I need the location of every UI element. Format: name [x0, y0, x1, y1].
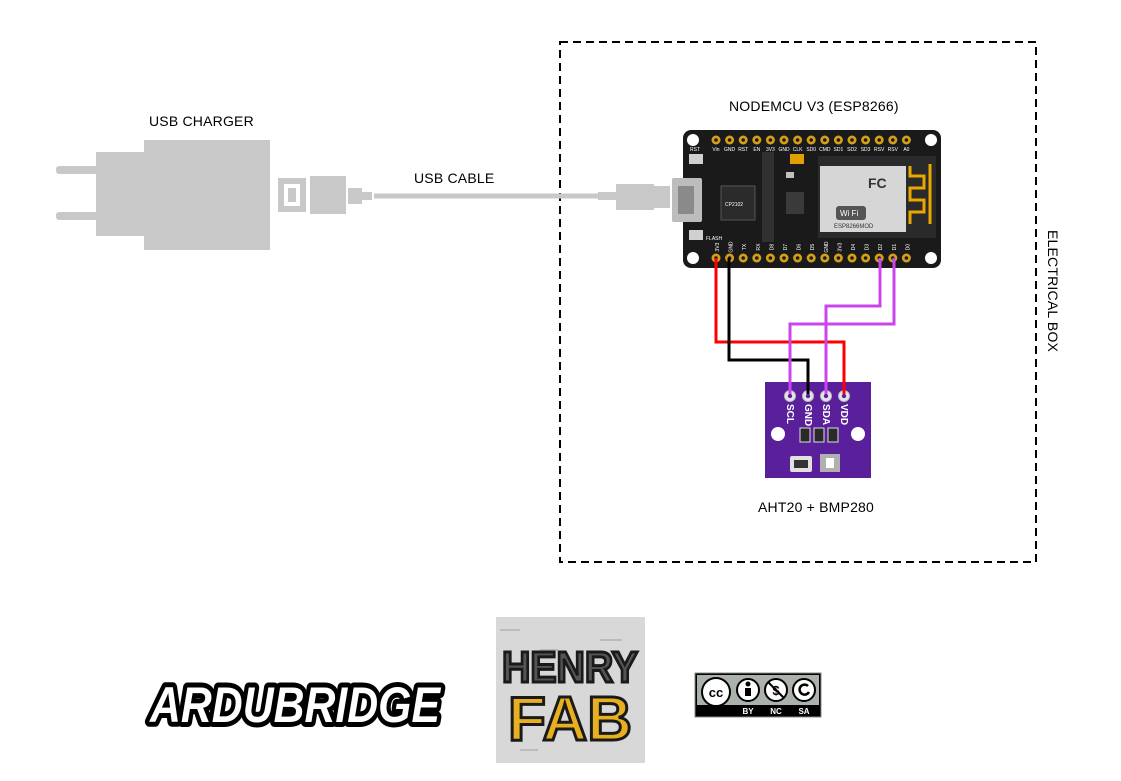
esp-module-marking: ESP8266MOD: [834, 224, 874, 230]
wire-3v3-vdd: [714, 258, 846, 394]
wire-gnd: [727, 258, 810, 394]
nodemcu-board: RST FLASH CP2102 ESP8266MOD FC Wi Fi Vin…: [672, 130, 941, 268]
sensor-pin-label: VDD: [838, 404, 849, 425]
bottom-pin-label: D2: [878, 244, 884, 251]
top-pin-label: A0: [903, 147, 909, 153]
bottom-pin-label: TX: [742, 243, 748, 250]
usb-charger: [56, 140, 362, 250]
svg-text:HENRY: HENRY: [502, 643, 638, 692]
cc-term-label: NC: [770, 707, 782, 716]
bottom-pin-label: 3V3: [715, 242, 721, 251]
svg-text:ARDUBRIDGE: ARDUBRIDGE: [148, 677, 441, 733]
svg-text:ARDUBRIDGE: ARDUBRIDGE: [148, 677, 441, 733]
top-pin-label: GND: [778, 147, 790, 153]
bottom-pin-label: D1: [892, 244, 898, 251]
top-pin-label: RST: [738, 147, 748, 153]
uart-chip: [720, 185, 756, 221]
fc-marking: FC: [868, 175, 887, 191]
usb-cable: [362, 184, 670, 210]
bottom-pin-label: GND: [729, 241, 735, 253]
bottom-pin-label: RX: [756, 243, 762, 251]
cc-icon: [701, 677, 731, 707]
top-pin-label: SD2: [847, 147, 857, 153]
uart-chip-marking: CP2102: [725, 202, 743, 208]
wire-scl: [788, 258, 896, 394]
bottom-pin-label: D6: [797, 244, 803, 251]
wires: [714, 258, 896, 394]
top-pin-label: GND: [724, 147, 736, 153]
top-pin-label: RSV: [874, 147, 885, 153]
henryfab-logo: HENRY FAB: [496, 617, 645, 763]
bottom-pin-label: D5: [810, 244, 816, 251]
wifi-marking: Wi Fi: [840, 209, 858, 218]
bottom-pin-label: GND: [824, 241, 830, 253]
nodemcu-label: NODEMCU V3 (ESP8266): [729, 98, 899, 114]
sa-icon: [792, 678, 816, 702]
electrical-box-outline: [559, 41, 1037, 563]
top-pin-label: RSV: [888, 147, 899, 153]
usb-cable-label: USB CABLE: [414, 170, 495, 186]
bottom-pin-label: D4: [851, 244, 857, 251]
usb-charger-label: USB CHARGER: [149, 113, 254, 129]
top-pin-label: CMD: [819, 147, 831, 153]
svg-text:cc: cc: [709, 685, 723, 700]
bottom-pin-label: D0: [905, 244, 911, 251]
flash-marking: FLASH: [706, 236, 723, 242]
sensor-pin-label: GND: [802, 404, 813, 426]
cc-term-label: SA: [798, 707, 809, 716]
bottom-pin-label: D3: [865, 244, 871, 251]
svg-text:FAB: FAB: [508, 685, 632, 754]
rst-marking: RST: [690, 147, 700, 153]
cc-term-label: BY: [742, 707, 754, 716]
flash-button: [689, 230, 703, 240]
top-pin-label: CLK: [793, 147, 803, 153]
bottom-pin-label: 3V3: [837, 242, 843, 251]
sensor-label: AHT20 + BMP280: [758, 499, 875, 515]
rst-button: [689, 154, 703, 164]
bottom-pin-label: D7: [783, 244, 789, 251]
top-pin-label: EN: [753, 147, 760, 153]
sensor-pin-label: SDA: [820, 404, 831, 425]
antenna: [908, 166, 926, 224]
top-pin-label: SD0: [806, 147, 816, 153]
sensor-pin-label: SCL: [784, 404, 795, 424]
sensor-board: SCL GND SDA VDD: [765, 382, 871, 478]
bottom-pin-label: D8: [769, 244, 775, 251]
top-pin-label: 3V3: [766, 147, 775, 153]
top-pin-label: SD1: [834, 147, 844, 153]
esp-shield: [820, 166, 906, 232]
top-pin-label: Vin: [712, 147, 719, 153]
top-pin-label: SD3: [861, 147, 871, 153]
ardubridge-logo: ARDUBRIDGE ARDUBRIDGE: [143, 672, 446, 738]
wire-sda: [824, 258, 882, 394]
